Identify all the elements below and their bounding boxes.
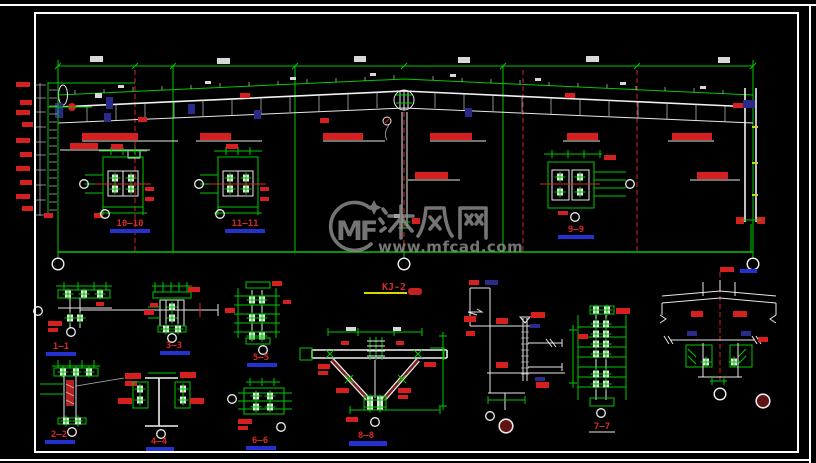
- label-underline: [247, 363, 277, 367]
- detail-11-11: 11—11: [195, 144, 269, 233]
- section-label: 5—5: [253, 353, 269, 363]
- section-label: 2—2: [51, 430, 67, 440]
- right-column: [736, 88, 765, 252]
- label-underline: [146, 447, 174, 451]
- main-elevation: 10—10 11—11 9—9: [16, 56, 765, 271]
- roof-truss: [57, 73, 754, 124]
- detail-8-8: 8—8: [299, 327, 448, 446]
- section-label: 4—4: [151, 437, 168, 447]
- left-column: [16, 82, 135, 218]
- label-underline: [558, 235, 594, 239]
- detail-7-7: 7—7: [569, 304, 630, 433]
- detail-2-2: 2—2: [40, 360, 141, 444]
- label-underline: [225, 229, 265, 233]
- grid-lines: [51, 66, 760, 271]
- watermark: MF www.mfcad.com: [328, 200, 523, 256]
- detail-4-4: 4—4: [118, 372, 204, 451]
- detail-1-1: 1—1: [33, 282, 219, 356]
- section-label: 1—1: [53, 342, 69, 352]
- label-underline: [45, 440, 75, 444]
- section-label: 11—11: [231, 219, 258, 229]
- detail-3-3: 3—3: [144, 282, 200, 355]
- sheet-borders: [0, 4, 816, 463]
- section-label: 3—3: [166, 341, 182, 351]
- detail-10-10: 10—10: [80, 144, 154, 233]
- frame-label: KJ-2: [382, 282, 406, 293]
- label-underline: [349, 441, 387, 446]
- section-label: 10—10: [116, 219, 143, 229]
- detail-9-9: 9—9: [540, 150, 635, 239]
- label-underline: [160, 351, 190, 355]
- top-dimension-line: [54, 56, 757, 72]
- kj2-marker: [408, 288, 422, 295]
- detail-column-splice: [464, 280, 565, 434]
- label-underline: [46, 352, 76, 356]
- section-label: 7—7: [594, 422, 610, 432]
- watermark-url: www.mfcad.com: [378, 238, 523, 256]
- label-underline: [110, 229, 150, 233]
- detail-5-5: 5—5: [225, 281, 291, 367]
- crane-beam-bars: [60, 133, 740, 181]
- detail-ridge-joint: [659, 267, 777, 409]
- watermark-logo-star-icon: [366, 200, 382, 215]
- label-underline: [246, 446, 276, 450]
- kj2-label: KJ-2: [364, 282, 422, 295]
- details-row: 1—1 3—3 5—5: [33, 267, 777, 451]
- watermark-cn-text: [378, 204, 488, 240]
- detail-6-6: 6—6: [227, 378, 292, 450]
- section-label: 9—9: [568, 225, 584, 235]
- watermark-logo-swoosh: [328, 200, 373, 253]
- watermark-logo-text: MF: [336, 216, 377, 247]
- section-label: 8—8: [358, 431, 374, 441]
- section-label: 6—6: [252, 436, 268, 446]
